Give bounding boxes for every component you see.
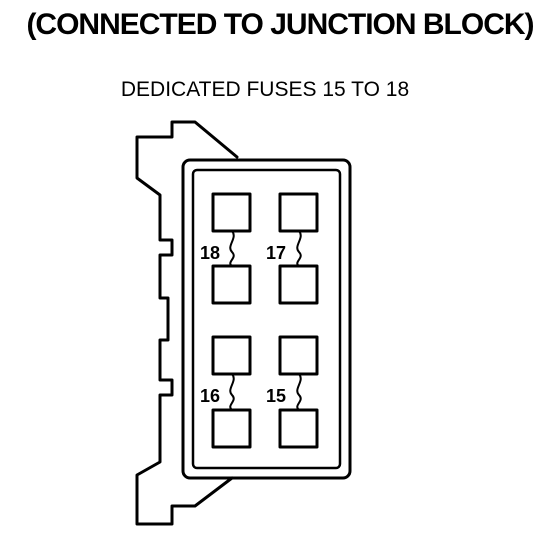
connector-body-inner	[191, 168, 342, 470]
diagram-title: (CONNECTED TO JUNCTION BLOCK)	[26, 8, 534, 41]
diagram-subtitle: DEDICATED FUSES 15 TO 18	[120, 78, 410, 101]
fuse-16-terminals	[211, 335, 252, 449]
fuse-label-16: 16	[200, 386, 220, 406]
fuse-17-terminals	[278, 192, 319, 305]
fuse-15-terminals	[278, 335, 319, 449]
fuse-label-18: 18	[200, 243, 220, 263]
connector-housing-outline	[135, 120, 239, 526]
fuse-label-15: 15	[266, 386, 286, 406]
fuse-label-17: 17	[266, 243, 286, 263]
connector-body-outer	[181, 158, 352, 480]
fuse-18-terminals	[211, 192, 252, 305]
